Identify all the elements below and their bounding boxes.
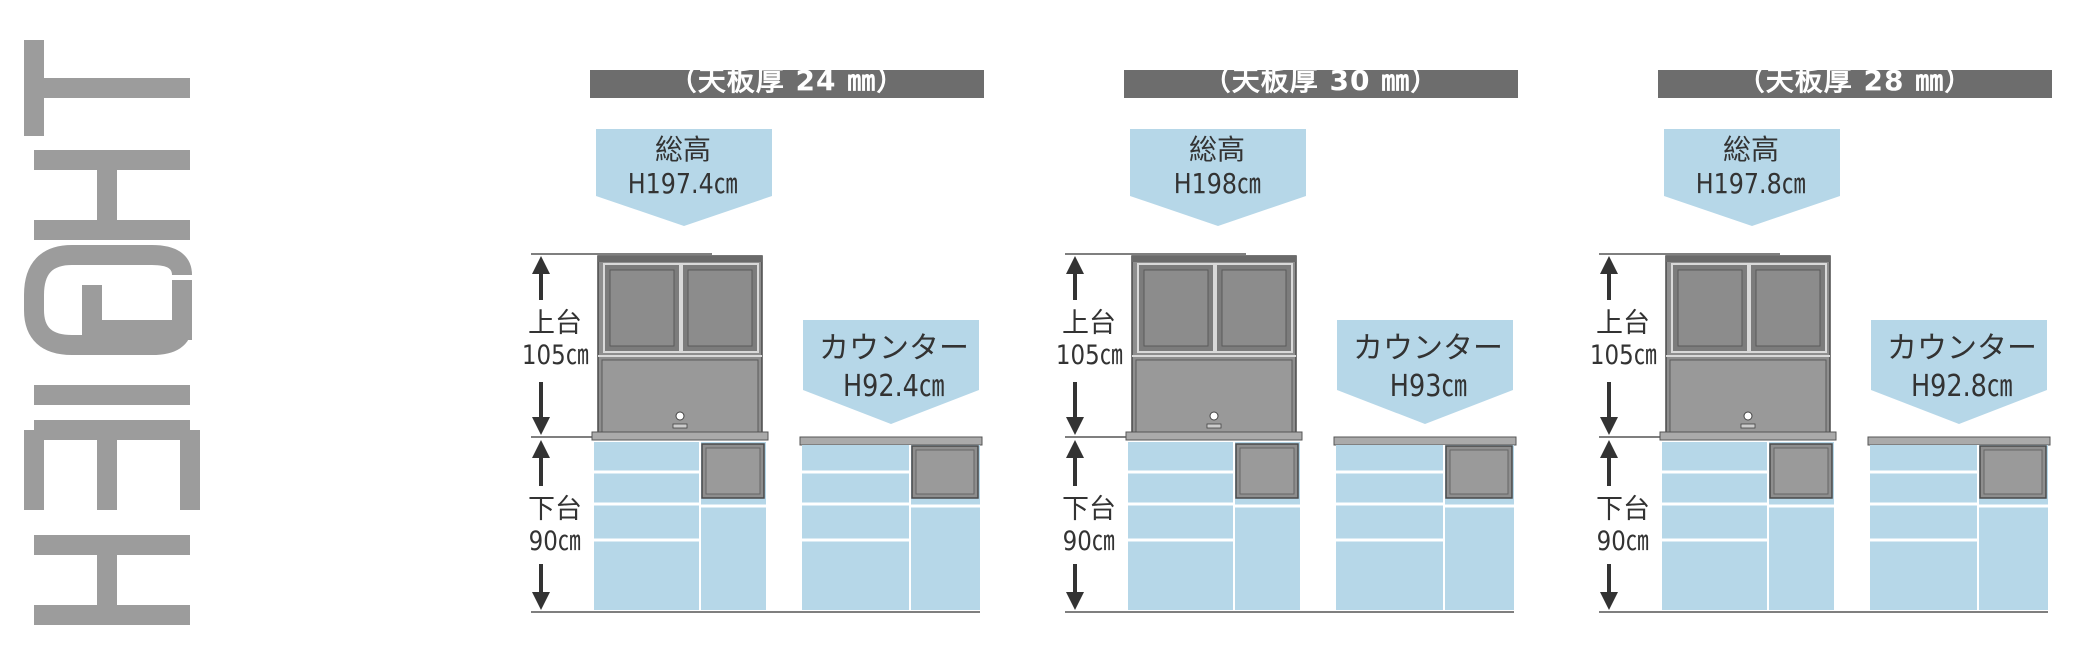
upper-cabinet <box>1125 255 1303 441</box>
arrowhead-down <box>1600 417 1618 435</box>
upper-cabinet <box>591 255 769 441</box>
height-title <box>24 40 200 625</box>
arrowhead-up <box>1066 440 1084 458</box>
total-callout <box>596 129 772 226</box>
counter-callout <box>1337 320 1513 424</box>
countertop <box>1659 431 1837 441</box>
arrowhead-up <box>1066 256 1084 274</box>
total-callout <box>1130 129 1306 226</box>
letter-e <box>24 420 200 510</box>
arrowhead-down <box>1066 417 1084 435</box>
letter-h <box>34 150 190 240</box>
counter-cabinet <box>799 436 983 610</box>
arrowhead-down <box>1600 592 1618 610</box>
knob <box>675 411 685 421</box>
letter-g <box>24 245 192 355</box>
countertop <box>1125 431 1303 441</box>
counter-callout <box>1871 320 2047 424</box>
arrowhead-up <box>532 440 550 458</box>
arrowhead-up <box>532 256 550 274</box>
top-thickness-bar: （天板厚 28 ㎜） <box>1658 70 2052 98</box>
countertop <box>1333 436 1517 446</box>
arrowhead-up <box>1600 440 1618 458</box>
arrowhead-up <box>1600 256 1618 274</box>
total-callout <box>1664 129 1840 226</box>
upper-cabinet <box>1659 255 1837 441</box>
counter-callout <box>803 320 979 424</box>
cabinet-drawing <box>1599 129 2051 613</box>
countertop <box>1867 436 2051 446</box>
cabinet-drawing <box>531 129 983 613</box>
lower-cabinet <box>1128 442 1300 610</box>
lower-cabinet <box>594 442 766 610</box>
letter-h <box>34 535 190 625</box>
letter-t <box>24 40 190 136</box>
arrowhead-down <box>532 592 550 610</box>
countertop <box>591 431 769 441</box>
arrowhead-down <box>1066 592 1084 610</box>
lower-cabinet <box>1662 442 1834 610</box>
arrowhead-down <box>532 417 550 435</box>
counter-cabinet <box>1333 436 1517 610</box>
top-thickness-bar: （天板厚 30 ㎜） <box>1124 70 1518 98</box>
knob <box>1743 411 1753 421</box>
countertop <box>799 436 983 446</box>
knob <box>1209 411 1219 421</box>
top-thickness-bar: （天板厚 24 ㎜） <box>590 70 984 98</box>
counter-cabinet <box>1867 436 2051 610</box>
cabinet-drawing <box>1065 129 1517 613</box>
